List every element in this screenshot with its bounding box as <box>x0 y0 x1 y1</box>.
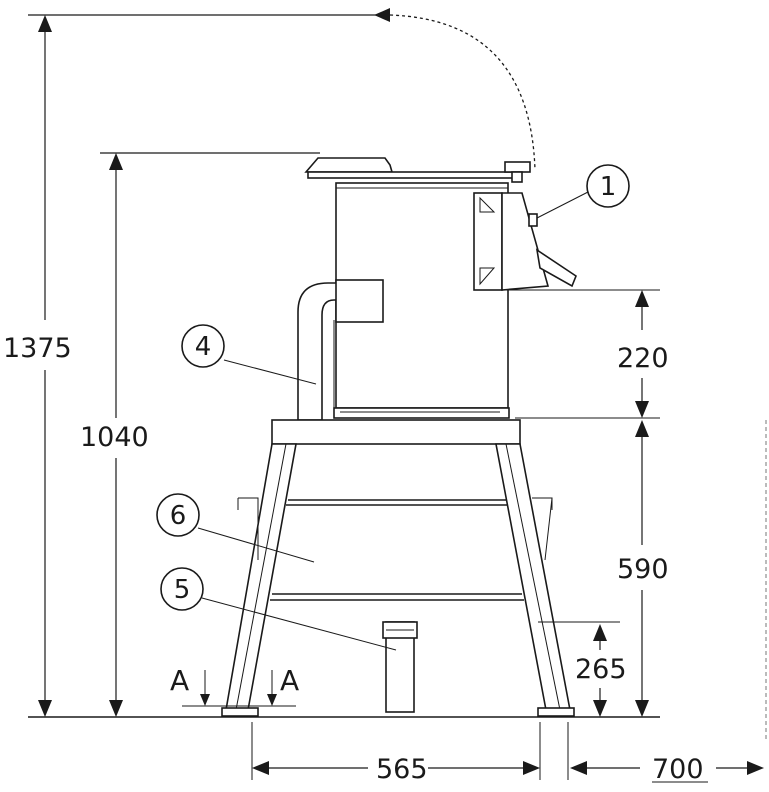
dim-1375-label: 1375 <box>3 333 72 364</box>
dimension-stand: 590 <box>617 420 669 717</box>
callout-5: 5 <box>160 567 397 651</box>
dimension-outlet: 265 <box>538 621 627 717</box>
callout-4: 4 <box>181 324 317 385</box>
dim-220-label: 220 <box>617 343 669 374</box>
dimension-machine-height: 1040 <box>80 152 320 717</box>
section-mark-left: A <box>170 664 189 697</box>
callout-6-label: 6 <box>170 501 187 531</box>
dim-565-label: 565 <box>376 754 428 785</box>
dim-265-label: 265 <box>575 654 627 685</box>
section-marks: A A <box>170 664 299 707</box>
callout-6: 6 <box>156 493 315 563</box>
drain-pipe <box>382 621 418 713</box>
outlet-pipe <box>297 279 384 421</box>
discharge-chute <box>473 192 660 291</box>
callout-4-label: 4 <box>195 332 212 362</box>
callout-1: 1 <box>536 164 630 219</box>
callout-1-label: 1 <box>600 172 617 202</box>
callout-5-label: 5 <box>174 575 191 605</box>
lid-swing-arc <box>389 14 536 171</box>
lid <box>304 157 531 183</box>
dimension-depth: 700 <box>567 722 764 785</box>
dimension-overall-height: 1375 <box>3 8 390 717</box>
section-mark-right: A <box>280 664 299 697</box>
drum-base <box>333 407 510 419</box>
dim-700-label: 700 <box>652 754 704 785</box>
dim-590-label: 590 <box>617 554 669 585</box>
dimension-foot-spacing: 565 <box>251 722 541 785</box>
stand <box>221 419 575 717</box>
dim-1040-label: 1040 <box>80 422 149 453</box>
dimension-chute: 220 <box>515 290 669 419</box>
